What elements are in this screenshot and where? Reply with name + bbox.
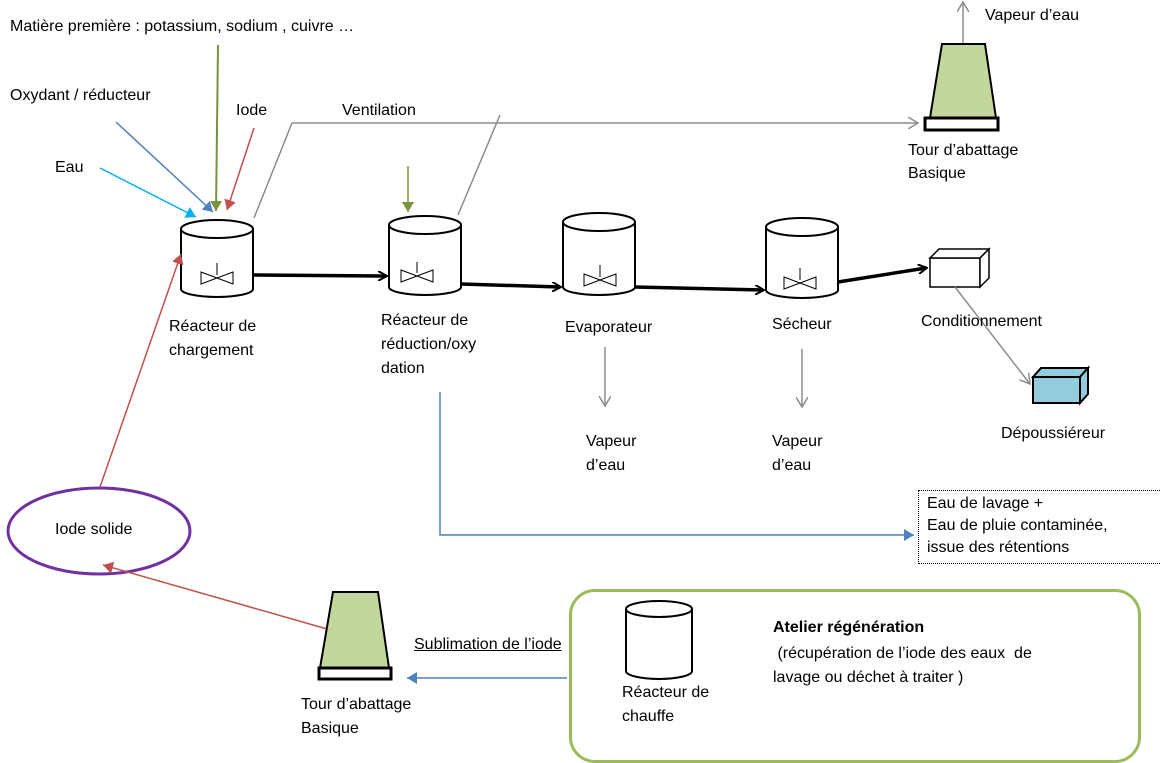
oxidant-arrow bbox=[115, 121, 214, 213]
solid-iodine-ellipse bbox=[6, 486, 192, 576]
packaging-label: Conditionnement bbox=[921, 313, 1042, 330]
flow-arrow-1 bbox=[252, 275, 386, 276]
wash-water-line bbox=[439, 392, 914, 541]
dryer-label: Sécheur bbox=[772, 316, 832, 333]
dust-collector-label: Dépoussiéreur bbox=[1001, 425, 1106, 442]
evaporator bbox=[562, 212, 636, 296]
flow-arrow-4 bbox=[837, 268, 926, 284]
wash-water-line-3: issue des rétentions bbox=[927, 539, 1070, 556]
evap-vapour-label-1: Vapeur bbox=[586, 433, 637, 450]
agitator-icon bbox=[400, 262, 434, 283]
redox-reactor-label-1: Réacteur de bbox=[381, 312, 469, 329]
redox-reactor-label-2: réduction/oxy bbox=[381, 336, 477, 353]
regeneration-desc-2: lavage ou déchet à traiter ) bbox=[773, 669, 964, 686]
iodine-arrow bbox=[224, 127, 255, 211]
wash-water-note: Eau de lavage + Eau de pluie contaminée,… bbox=[918, 490, 1160, 564]
top-tower-label-2: Basique bbox=[908, 165, 966, 182]
oxidant-label: Oxydant / réducteur bbox=[10, 87, 151, 104]
heating-reactor-label-2: chauffe bbox=[622, 708, 675, 725]
dust-collector-box bbox=[1030, 365, 1091, 406]
agitator-icon bbox=[583, 265, 617, 287]
bottom-tower-label-1: Tour d’abattage bbox=[301, 696, 412, 713]
regeneration-workshop-frame bbox=[569, 589, 1141, 763]
ventilation-branch-1 bbox=[253, 122, 293, 219]
flow-arrow-3 bbox=[634, 287, 763, 290]
bottom-tower-label-2: Basique bbox=[301, 720, 359, 737]
heating-reactor-label-1: Réacteur de bbox=[622, 684, 710, 701]
redox-reactor-label-3: dation bbox=[381, 360, 425, 377]
iodine-label: Iode bbox=[236, 102, 268, 119]
dryer-vapour-label-2: d’eau bbox=[772, 457, 812, 474]
solid-iodine-label: Iode solide bbox=[55, 521, 133, 538]
dryer bbox=[765, 217, 839, 299]
agitator-icon bbox=[783, 268, 817, 290]
bottom-scrubber-tower bbox=[317, 591, 393, 681]
raw-material-arrow bbox=[210, 44, 223, 212]
regeneration-desc-1: (récupération de l’iode des eaux de bbox=[773, 645, 1032, 662]
agitator-icon bbox=[200, 263, 234, 285]
evaporator-label: Evaporateur bbox=[565, 319, 653, 336]
flow-arrow-2 bbox=[460, 284, 560, 287]
loading-reactor bbox=[180, 219, 254, 298]
vapour-top-label: Vapeur d’eau bbox=[985, 7, 1079, 24]
top-tower-label-1: Tour d’abattage bbox=[908, 142, 1019, 159]
iodine-return-arrow bbox=[99, 253, 184, 488]
evap-vapour-label-2: d’eau bbox=[586, 457, 626, 474]
tower-to-iodine-arrow bbox=[102, 561, 328, 630]
water-arrow bbox=[99, 167, 197, 218]
wash-water-line-1: Eau de lavage + bbox=[927, 495, 1044, 512]
loading-reactor-label-2: chargement bbox=[169, 342, 254, 359]
water-label: Eau bbox=[55, 159, 84, 176]
top-scrubber-tower bbox=[923, 43, 1000, 132]
ventilation-branch-2 bbox=[457, 114, 501, 216]
dryer-vapour-label-1: Vapeur bbox=[772, 433, 823, 450]
loading-reactor-label-1: Réacteur de bbox=[169, 318, 257, 335]
ventilation-label: Ventilation bbox=[342, 102, 416, 119]
sublimation-label: Sublimation de l’iode bbox=[414, 636, 562, 653]
packaging-box bbox=[928, 247, 991, 289]
regeneration-title: Atelier régénération bbox=[773, 619, 925, 636]
packaging-to-dust-arrow bbox=[954, 286, 1030, 384]
raw-material-label: Matière première : potassium, sodium , c… bbox=[10, 18, 355, 35]
wash-water-line-2: Eau de pluie contaminée, bbox=[927, 517, 1108, 534]
redox-reactor bbox=[388, 215, 462, 296]
heating-reactor bbox=[625, 600, 693, 680]
